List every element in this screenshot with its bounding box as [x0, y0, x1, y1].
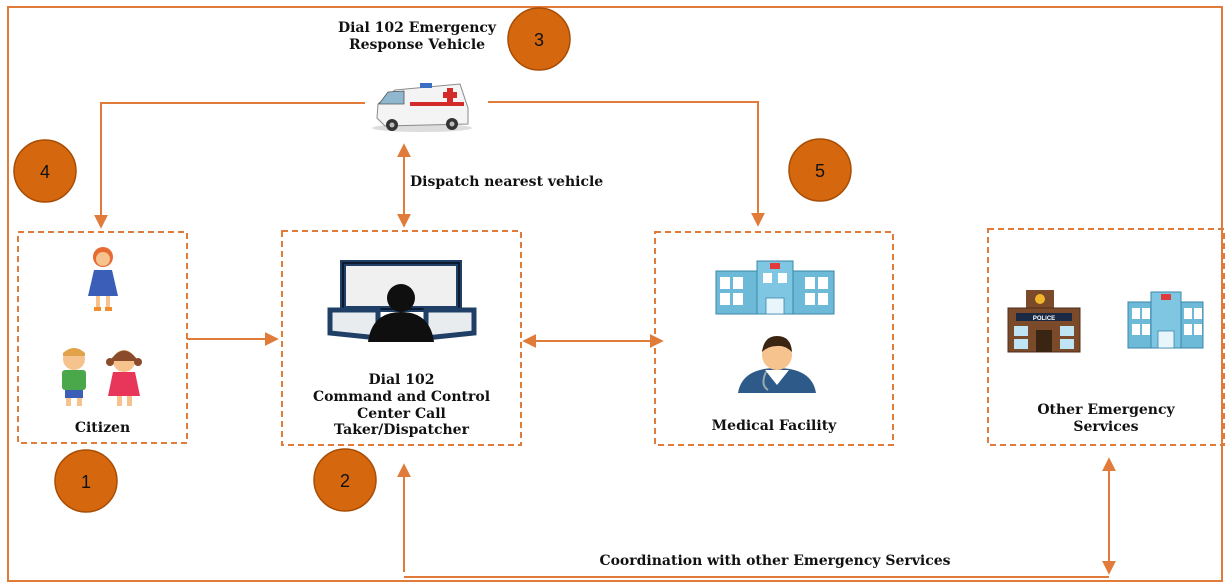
- girl-icon: [88, 247, 118, 311]
- step-1-label: 1: [81, 472, 91, 492]
- vehicle-to-medical-arrow: [488, 101, 765, 227]
- police-station-icon: POLICE: [1007, 290, 1081, 353]
- other-hospital-icon: [1127, 291, 1204, 349]
- ambulance-icon: [372, 83, 472, 132]
- hospital-icon: [715, 260, 835, 315]
- step-5-circle: 5: [788, 138, 852, 202]
- command-center-box: [281, 230, 522, 446]
- police-sign-text: POLICE: [1033, 316, 1055, 322]
- citizen-label: Citizen: [74, 420, 131, 436]
- coordination-label: Coordination with other Emergency Servic…: [599, 553, 951, 569]
- step-2-label: 2: [340, 471, 350, 491]
- children-icon: [62, 348, 142, 406]
- vehicle-title: Dial 102 Emergency Response Vehicle: [337, 20, 497, 53]
- command-center-label: Dial 102 Command and Control Center Call…: [312, 372, 491, 439]
- step-3-circle: 3: [507, 7, 571, 71]
- vehicle-to-citizen-arrow: [94, 102, 365, 229]
- step-3-label: 3: [534, 30, 544, 50]
- dispatcher-monitor-icon: [327, 260, 477, 342]
- other-services-label: Other Emergency Services: [1037, 402, 1175, 435]
- other-services-box: [987, 228, 1225, 446]
- step-4-label: 4: [40, 162, 50, 182]
- step-2-circle: 2: [313, 448, 377, 512]
- citizen-box: [17, 231, 188, 444]
- doctor-icon: [738, 336, 816, 393]
- step-4-circle: 4: [13, 139, 77, 203]
- dispatch-label: Dispatch nearest vehicle: [410, 174, 604, 190]
- step-1-circle: 1: [54, 449, 118, 513]
- medical-facility-label: Medical Facility: [711, 418, 837, 434]
- outer-frame: [7, 6, 1223, 582]
- step-5-label: 5: [815, 161, 825, 181]
